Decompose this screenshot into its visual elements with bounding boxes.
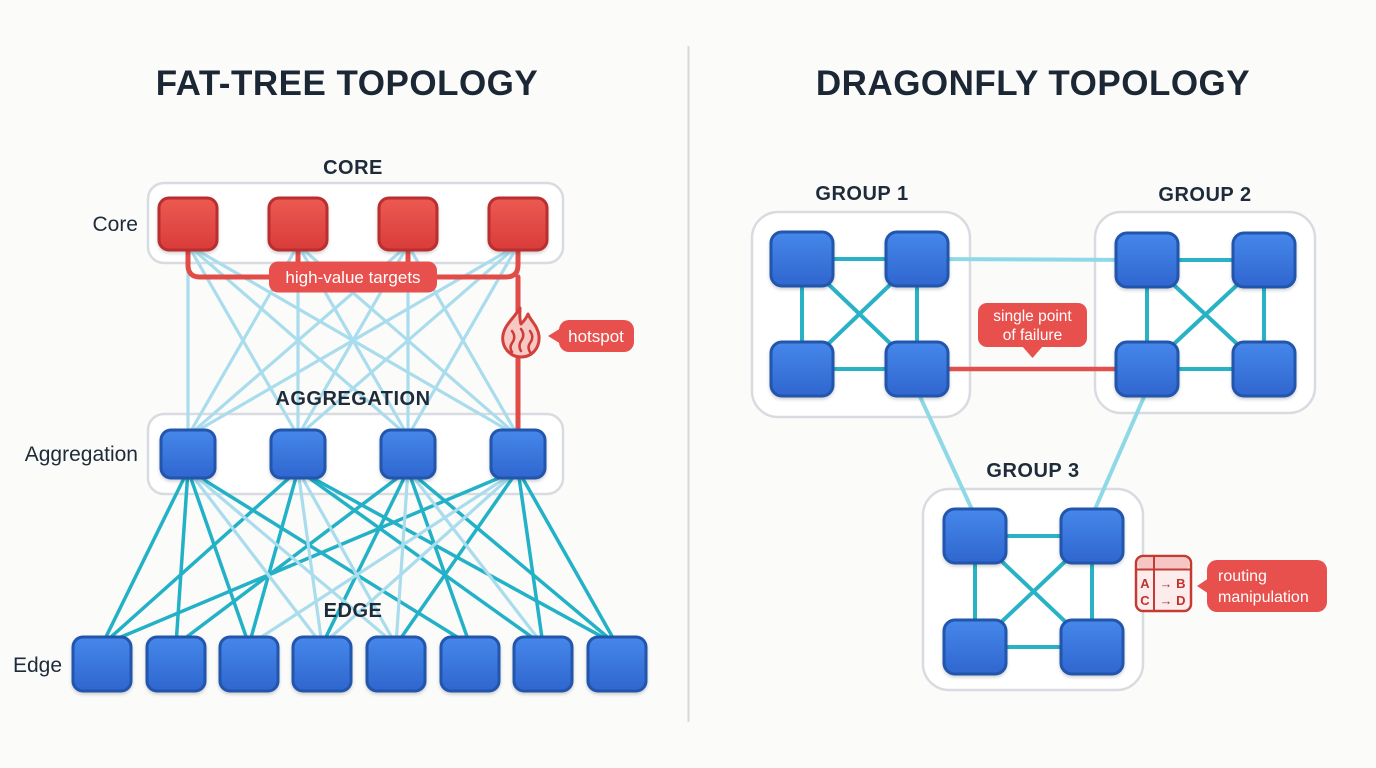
fat-tree-title: FAT-TREE TOPOLOGY <box>156 64 539 103</box>
routing-manipulation-line1: routing <box>1218 568 1267 585</box>
single-point-of-failure-badge: single point of failure <box>978 303 1087 358</box>
core-side-label: Core <box>92 213 138 236</box>
aggregation-switch <box>159 428 217 480</box>
edge-switch <box>71 635 133 693</box>
group2-label: GROUP 2 <box>1158 184 1251 206</box>
fat-tree-panel: high-value targets hotspot FAT-TREE TOPO… <box>13 64 648 693</box>
flame-icon <box>501 306 541 359</box>
edge-switch <box>218 635 280 693</box>
group3-switch <box>942 507 1008 565</box>
group2-group3-link <box>1090 389 1149 517</box>
group1-group3-link <box>915 389 977 517</box>
core-switch-row <box>157 196 549 252</box>
core-switch <box>157 196 219 252</box>
dragonfly-panel: single point of failure A → B C → D rout… <box>750 64 1327 692</box>
edge-switch-row <box>71 635 648 693</box>
routing-table-cell: → B <box>1160 576 1186 591</box>
inter-group-links <box>915 257 1149 517</box>
group2-switch <box>1231 340 1297 398</box>
group2-switch <box>1231 231 1297 289</box>
group1-switch <box>769 340 835 398</box>
core-band-label: CORE <box>323 157 383 179</box>
routing-table-cell: C <box>1140 593 1150 608</box>
hotspot-badge: hotspot <box>548 320 634 352</box>
group1-switch <box>769 230 835 288</box>
dragonfly-title: DRAGONFLY TOPOLOGY <box>816 64 1250 103</box>
edge-switch <box>291 635 353 693</box>
aggregation-band-label: AGGREGATION <box>275 388 430 410</box>
group2-switch <box>1114 231 1180 289</box>
high-value-targets-label: high-value targets <box>285 268 420 287</box>
core-switch <box>267 196 329 252</box>
group1-switch <box>884 230 950 288</box>
routing-table-cell: A <box>1140 576 1150 591</box>
group3-switch <box>942 618 1008 676</box>
edge-switch <box>586 635 648 693</box>
routing-table-cell: → D <box>1160 593 1186 608</box>
core-switch <box>377 196 439 252</box>
spof-label-line1: single point <box>993 308 1072 325</box>
group1-label: GROUP 1 <box>815 183 908 205</box>
edge-switch <box>439 635 501 693</box>
aggregation-side-label: Aggregation <box>25 443 138 466</box>
group2-switches <box>1114 231 1297 398</box>
aggregation-switch <box>379 428 437 480</box>
edge-band-label: EDGE <box>324 600 383 622</box>
spof-label-line2: of failure <box>1003 327 1062 344</box>
core-switch <box>487 196 549 252</box>
group3-switch <box>1059 618 1125 676</box>
group3-switches <box>942 507 1125 676</box>
group1-switches <box>769 230 950 398</box>
aggregation-switch <box>489 428 547 480</box>
group1-switch <box>884 340 950 398</box>
group3-label: GROUP 3 <box>986 460 1079 482</box>
aggregation-layer-container <box>146 412 565 496</box>
routing-manipulation-badge: routing manipulation <box>1197 560 1327 612</box>
aggregation-switch-row <box>159 428 547 480</box>
edge-switch <box>365 635 427 693</box>
edge-switch <box>145 635 207 693</box>
aggregation-switch <box>269 428 327 480</box>
hotspot-label: hotspot <box>568 327 624 346</box>
routing-table-icon: A → B C → D <box>1134 554 1193 613</box>
aggregation-edge-links <box>100 468 619 647</box>
high-value-targets-badge: high-value targets <box>269 261 437 293</box>
group1-group2-link <box>919 257 1146 262</box>
edge-side-label: Edge <box>13 654 62 677</box>
group3-switch <box>1059 507 1125 565</box>
routing-manipulation-line2: manipulation <box>1218 589 1309 606</box>
group2-switch <box>1114 340 1180 398</box>
edge-switch <box>512 635 574 693</box>
